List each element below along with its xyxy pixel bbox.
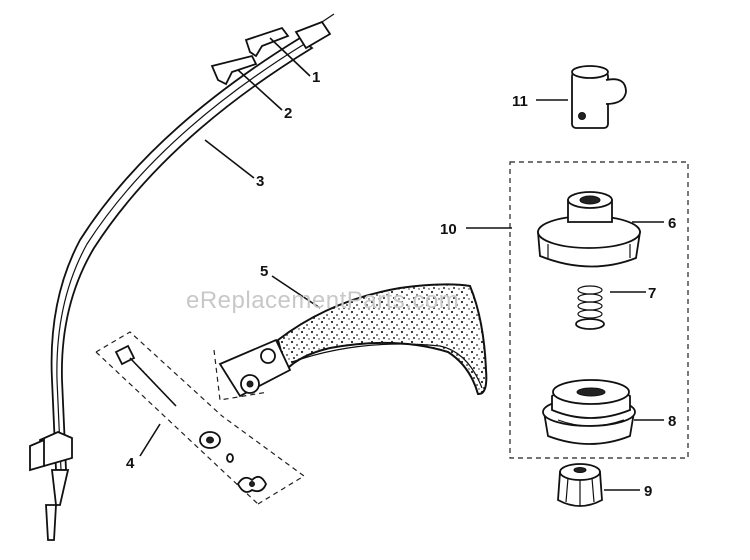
callout-7: 7 bbox=[648, 285, 656, 302]
callout-6: 6 bbox=[668, 215, 676, 232]
bolt bbox=[114, 344, 177, 407]
spool-housing-cover bbox=[537, 191, 642, 268]
callout-3: 3 bbox=[256, 173, 264, 190]
wing-nut bbox=[236, 475, 267, 493]
drive-shaft-tube bbox=[29, 13, 335, 541]
washer bbox=[199, 431, 221, 449]
callout-8: 8 bbox=[668, 413, 676, 430]
spool-tool bbox=[571, 65, 627, 129]
spacer bbox=[226, 453, 234, 463]
spring bbox=[575, 285, 605, 330]
callout-9: 9 bbox=[644, 483, 652, 500]
callout-1: 1 bbox=[312, 69, 320, 86]
cutting-guard bbox=[213, 283, 488, 401]
callout-11: 11 bbox=[512, 93, 528, 110]
callout-5: 5 bbox=[260, 263, 268, 280]
callout-labels: 1 2 3 4 5 6 7 8 9 10 11 bbox=[126, 69, 676, 500]
callout-4: 4 bbox=[126, 455, 135, 472]
hardware-kit bbox=[95, 331, 306, 505]
trimmer-head-assembly bbox=[509, 161, 689, 459]
inner-reel bbox=[542, 379, 636, 445]
shaft-decal-part-1 bbox=[244, 26, 290, 58]
bump-knob bbox=[557, 463, 603, 507]
callout-2: 2 bbox=[284, 105, 292, 122]
leader-lines bbox=[139, 37, 664, 491]
watermark: eReplacementParts.com bbox=[186, 287, 459, 314]
callout-10: 10 bbox=[440, 221, 457, 238]
shaft-decal-part-2 bbox=[210, 54, 258, 86]
